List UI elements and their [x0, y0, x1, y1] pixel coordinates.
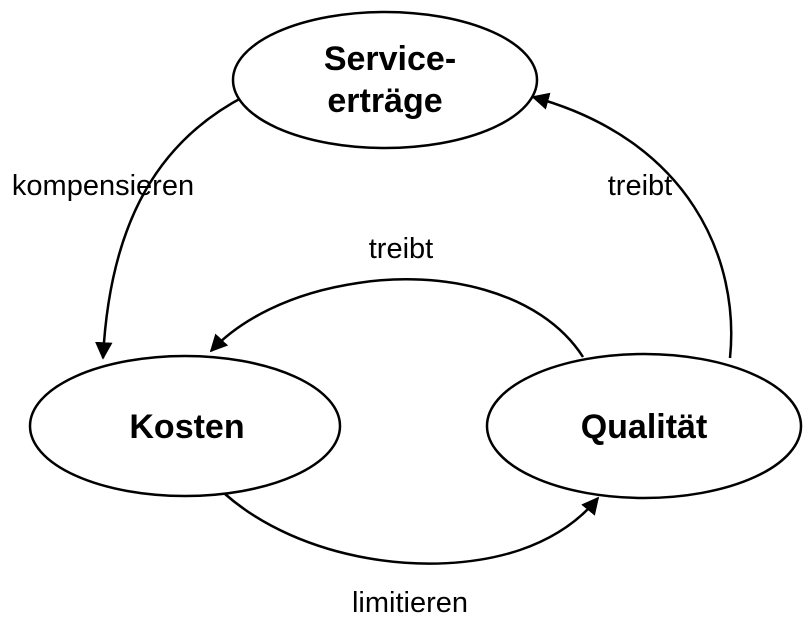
- node-kosten-label: Kosten: [129, 408, 244, 446]
- edge-label-treibt-inner: treibt: [369, 233, 433, 265]
- edge-treibt-inner: [209, 278, 585, 358]
- node-serviceertraege-label-line2: erträge: [327, 82, 442, 120]
- node-serviceertraege: Service- erträge: [231, 10, 539, 150]
- node-qualitaet-label: Qualität: [581, 408, 708, 446]
- edge-label-limitieren: limitieren: [352, 587, 468, 619]
- node-qualitaet-shape: [485, 352, 803, 500]
- edge-limitieren: [224, 493, 600, 565]
- node-serviceertraege-shape: [231, 10, 539, 150]
- node-kosten-shape: [28, 354, 342, 498]
- edge-treibt-outer: [531, 92, 733, 359]
- node-serviceertraege-label-line1: Service-: [324, 40, 456, 78]
- node-qualitaet: Qualität: [485, 352, 803, 500]
- edge-label-treibt-outer: treibt: [608, 170, 672, 202]
- edge-kompensieren: [95, 94, 246, 360]
- node-kosten: Kosten: [28, 354, 342, 498]
- edge-label-kompensieren: kompensieren: [12, 170, 194, 202]
